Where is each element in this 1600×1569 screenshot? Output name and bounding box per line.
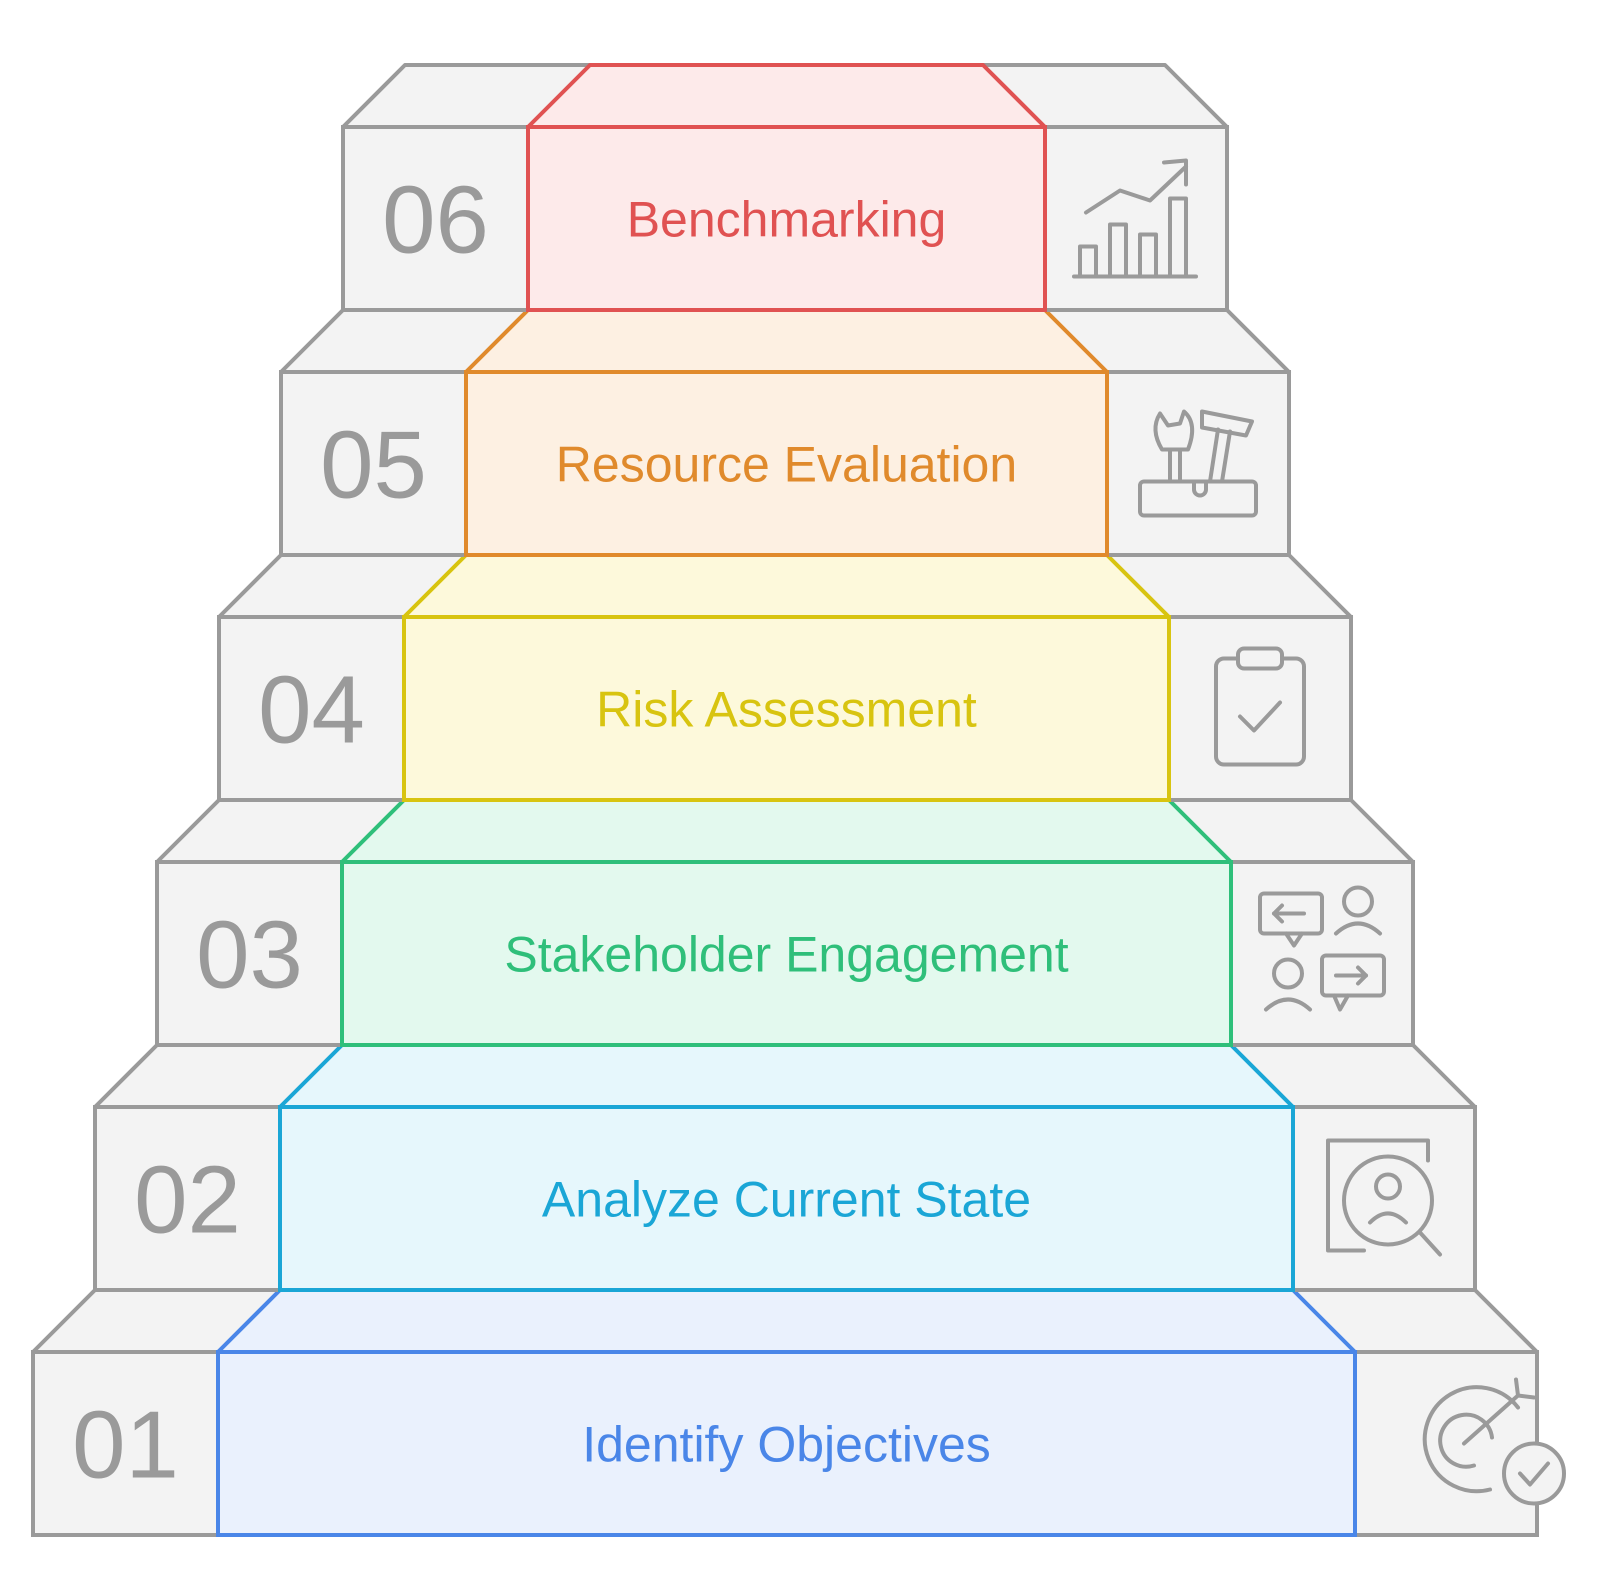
target-check-icon	[1422, 1377, 1566, 1506]
step-label: Resource Evaluation	[556, 437, 1017, 493]
step-label: Stakeholder Engagement	[504, 927, 1068, 983]
step-label: Analyze Current State	[542, 1172, 1031, 1228]
step-panel	[402, 615, 1171, 802]
step-panel-top	[340, 798, 1233, 864]
step-panel-top	[526, 63, 1047, 129]
step-number: 05	[320, 412, 427, 519]
step-number: 06	[382, 167, 489, 274]
bar-chart-trend-icon	[1072, 158, 1198, 279]
step-panel	[340, 860, 1233, 1047]
step-panel	[526, 125, 1047, 312]
step-04: 04 Risk Assessment	[217, 553, 1353, 802]
person-search-icon	[1326, 1138, 1442, 1257]
step-panel-top	[216, 1288, 1357, 1354]
step-number: 04	[258, 657, 365, 764]
step-number: 01	[72, 1392, 179, 1499]
step-panel-top	[278, 1043, 1295, 1109]
step-panel	[464, 370, 1109, 557]
toolbox-icon	[1138, 409, 1258, 518]
step-panel	[278, 1105, 1295, 1292]
step-panel	[216, 1350, 1357, 1537]
step-05: 05 Resource Evaluation	[279, 308, 1291, 557]
step-panel-top	[402, 553, 1171, 619]
step-number: 02	[134, 1147, 241, 1254]
step-label: Risk Assessment	[596, 682, 977, 738]
clipboard-check-icon	[1214, 646, 1306, 767]
people-chat-icon	[1258, 885, 1386, 1012]
step-label: Benchmarking	[627, 192, 947, 248]
step-panel-top	[464, 308, 1109, 374]
step-label: Identify Objectives	[582, 1417, 991, 1473]
step-01: 01 Identify Objectives	[31, 1288, 1566, 1537]
step-03: 03 Stakeholder Engagement	[155, 798, 1415, 1047]
step-02: 02 Analyze Current State	[93, 1043, 1477, 1292]
step-number: 03	[196, 902, 303, 1009]
step-06: 06 Benchmarking	[341, 63, 1229, 312]
